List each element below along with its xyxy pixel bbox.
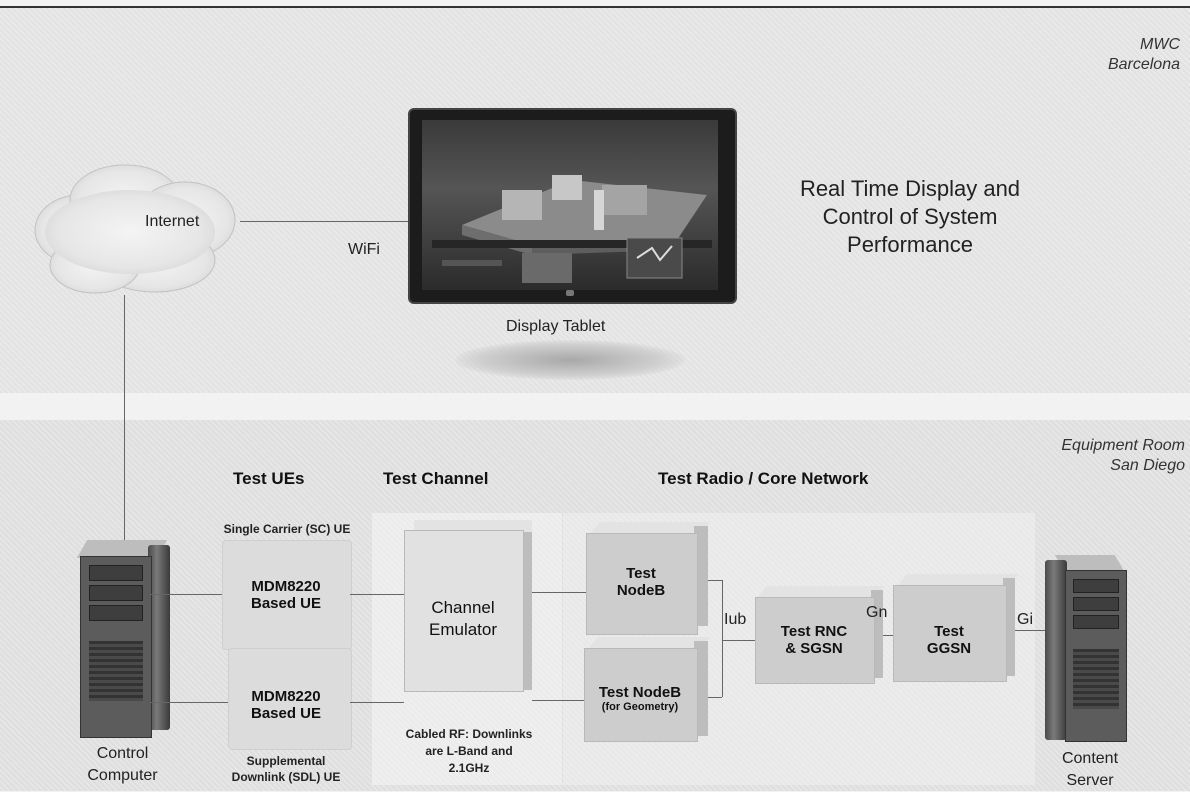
computer-ue2-link bbox=[150, 702, 228, 703]
nodeb2-box bbox=[584, 648, 698, 742]
ue1-box bbox=[222, 540, 352, 650]
cloud-tablet-link bbox=[240, 221, 410, 222]
gn-label: Gn bbox=[866, 604, 888, 621]
iub-label: Iub bbox=[724, 611, 747, 628]
nodeb2-iub-stub bbox=[708, 697, 722, 698]
server-tower-icon bbox=[80, 556, 152, 738]
emulator-caption: Cabled RF: Downlinks are L-Band and 2.1G… bbox=[405, 727, 533, 775]
iub-vertical bbox=[722, 580, 723, 697]
top-border-line bbox=[0, 6, 1190, 8]
tablet-map-image bbox=[432, 175, 712, 283]
gi-label: Gi bbox=[1017, 611, 1033, 628]
content-server-icon bbox=[1065, 570, 1127, 742]
rnc-label: Test RNC & SGSN bbox=[780, 623, 848, 657]
ue2-emulator-link bbox=[350, 702, 404, 703]
control-computer-side bbox=[148, 545, 170, 730]
control-computer-label: Control Computer bbox=[87, 745, 158, 784]
ggsn-box bbox=[893, 585, 1007, 682]
rnc-ggsn-link bbox=[883, 635, 893, 636]
cloud-icon bbox=[34, 164, 236, 294]
location-barcelona: MWC Barcelona bbox=[1107, 36, 1180, 73]
ggsn-label: Test GGSN bbox=[926, 623, 972, 657]
iub-rnc-link bbox=[722, 640, 755, 641]
barcelona-section bbox=[0, 8, 1190, 393]
internet-label: Internet bbox=[145, 213, 200, 230]
content-server-side bbox=[1045, 560, 1067, 740]
content-server-label: Content Server bbox=[1061, 750, 1119, 789]
ggsn-server-link bbox=[1015, 630, 1045, 631]
nodeb1-label: Test NodeB bbox=[616, 565, 666, 599]
emulator-box bbox=[404, 530, 524, 692]
computer-ue1-link bbox=[150, 594, 222, 595]
tablet-shadow bbox=[455, 340, 685, 380]
header-test-ues: Test UEs bbox=[233, 469, 305, 488]
ue1-label: MDM8220 Based UE bbox=[250, 578, 322, 612]
cloud-computer-link bbox=[124, 295, 125, 560]
emulator-label: Channel Emulator bbox=[428, 598, 498, 639]
ue1-emulator-link bbox=[350, 594, 404, 595]
emulator-nodeb2-link bbox=[532, 700, 584, 701]
ue1-caption: Single Carrier (SC) UE bbox=[223, 522, 351, 536]
emulator-nodeb1-link bbox=[532, 592, 586, 593]
ue2-label: MDM8220 Based UE bbox=[250, 688, 322, 722]
nodeb1-box bbox=[586, 533, 698, 635]
wifi-label: WiFi bbox=[348, 241, 380, 258]
ue2-caption: Supplemental Downlink (SDL) UE bbox=[231, 754, 341, 784]
nodeb2-label: Test NodeB (for Geometry) bbox=[598, 684, 682, 713]
rnc-box bbox=[755, 597, 875, 684]
nodeb1-iub-stub bbox=[708, 580, 722, 581]
tablet-label: Display Tablet bbox=[506, 318, 606, 335]
location-san-diego: Equipment Room San Diego bbox=[1061, 437, 1185, 474]
emulator-top bbox=[414, 520, 532, 532]
display-title: Real Time Display and Control of System … bbox=[799, 176, 1021, 257]
ue2-box bbox=[228, 648, 352, 750]
tablet-home-button bbox=[566, 290, 574, 296]
header-test-channel: Test Channel bbox=[383, 469, 489, 488]
header-radio-core: Test Radio / Core Network bbox=[658, 469, 869, 488]
